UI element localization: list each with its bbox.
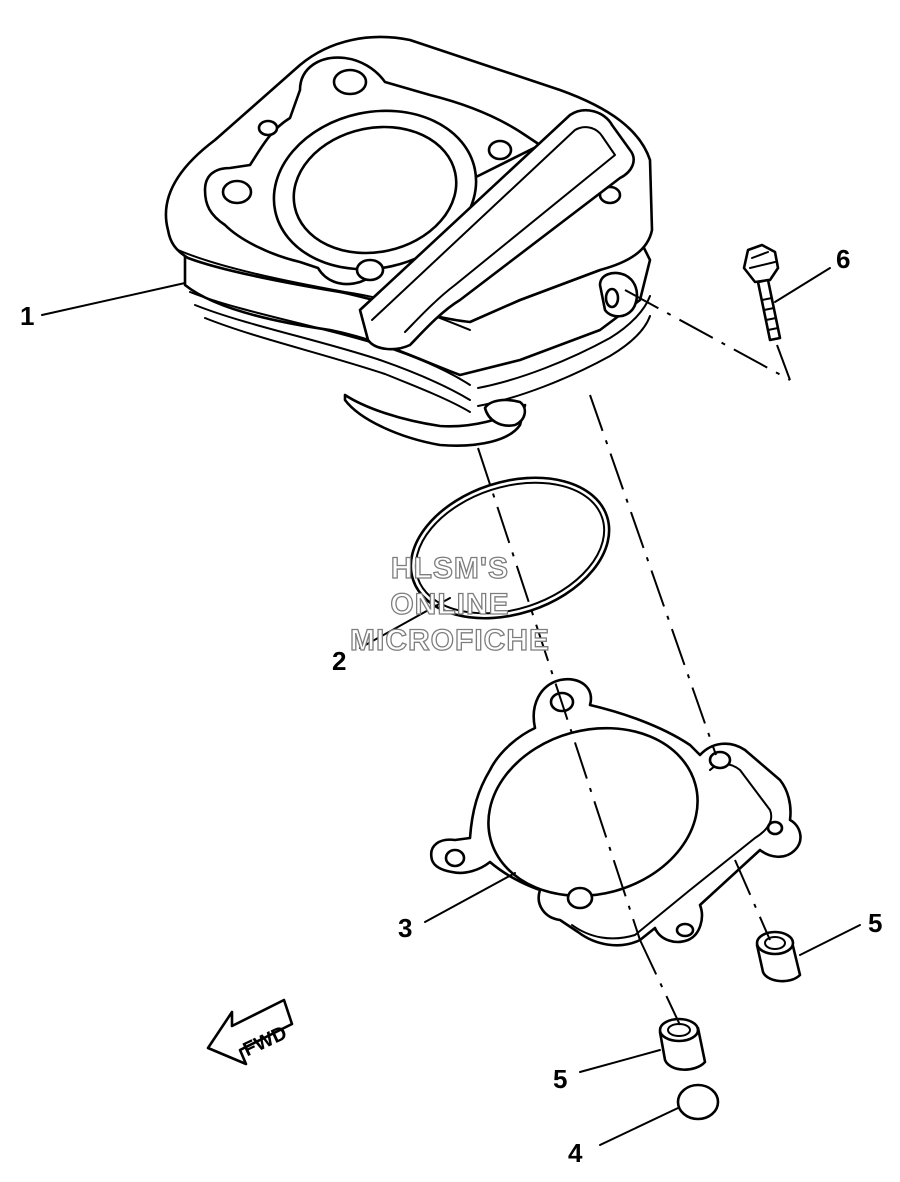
- side-bolt-hole: [604, 287, 620, 309]
- gasket-hole-lower-right: [675, 922, 695, 938]
- watermark-line-3: MICROFICHE: [350, 624, 550, 657]
- fwd-arrow: FWD: [206, 998, 294, 1066]
- callout-5-right: 5: [868, 908, 882, 938]
- gasket-hole-far-right: [766, 820, 784, 836]
- callout-1: 1: [20, 301, 34, 331]
- callout-4: 4: [568, 1138, 583, 1168]
- bolt-part-6[interactable]: [742, 243, 782, 342]
- centerline-right-stud: [589, 394, 717, 756]
- o-ring-outer: [409, 476, 611, 620]
- leader-3: [424, 872, 516, 923]
- bolt-head-facets: [749, 251, 776, 269]
- stud-hole-bottom: [355, 258, 385, 282]
- plug-part-4[interactable]: [676, 1083, 720, 1121]
- cylinder-fin-3: [204, 317, 471, 413]
- stud-hole-left: [221, 179, 253, 205]
- plug-body: [676, 1083, 720, 1121]
- o-ring-part-2[interactable]: [393, 454, 628, 643]
- cylinder-fin-1: [189, 291, 471, 386]
- leader-6: [774, 267, 831, 303]
- cylinder-fin-4: [477, 295, 651, 389]
- fwd-arrow-shape: [206, 998, 294, 1066]
- leader-lines: [41, 267, 861, 1146]
- callout-6: 6: [836, 244, 850, 274]
- dowel-pin-right-top: [755, 930, 795, 956]
- centerline-lower-dowel: [639, 939, 681, 1026]
- dowel-pin-right-part-5[interactable]: [755, 930, 802, 983]
- centerline-bolt-a: [624, 289, 791, 381]
- watermark: HLSM'S ONLINE MICROFICHE: [349, 551, 550, 657]
- gasket-outline: [429, 677, 802, 947]
- gasket-hole-bottom: [566, 886, 594, 910]
- cylinder-fin-2: [194, 304, 471, 401]
- assembly-lines: [477, 289, 791, 1026]
- leader-5b: [799, 924, 861, 956]
- dowel-pin-right-bore: [764, 936, 786, 950]
- stud-hole-right: [487, 139, 513, 161]
- base-gasket-part-3[interactable]: [429, 677, 802, 947]
- o-ring-inner: [414, 481, 606, 615]
- gasket-hole-right: [708, 750, 732, 770]
- centerline-left-stud: [477, 447, 641, 941]
- bolt-threads: [761, 297, 779, 331]
- centerline-bolt-b: [776, 344, 791, 381]
- leader-5a: [579, 1049, 661, 1073]
- stud-boss-left: [257, 119, 279, 137]
- callout-labels: 1 2 3 4 5 5 6: [20, 244, 882, 1168]
- cylinder-skirt: [343, 393, 527, 447]
- watermark-line-1: HLSM'S: [391, 552, 509, 585]
- cylinder-part-1[interactable]: [164, 35, 654, 447]
- dowel-pin-left-part-5[interactable]: [658, 1017, 707, 1071]
- cam-chain-tunnel-inner: [371, 126, 616, 333]
- leader-4: [599, 1107, 679, 1146]
- leader-2: [359, 597, 451, 649]
- cylinder-fin-5: [477, 315, 651, 407]
- leader-1: [41, 282, 186, 316]
- stud-hole-top: [332, 68, 368, 96]
- centerline-right-dowel: [734, 859, 771, 941]
- gasket-hole-left: [444, 848, 466, 868]
- cylinder-bore-inner: [292, 125, 458, 255]
- cam-chain-tunnel: [358, 109, 635, 351]
- callout-3: 3: [398, 913, 412, 943]
- callout-2: 2: [332, 646, 346, 676]
- dowel-pin-left-top: [658, 1017, 700, 1043]
- watermark-line-2: ONLINE: [390, 588, 509, 621]
- lower-boss: [483, 398, 527, 427]
- callout-5-left: 5: [553, 1064, 567, 1094]
